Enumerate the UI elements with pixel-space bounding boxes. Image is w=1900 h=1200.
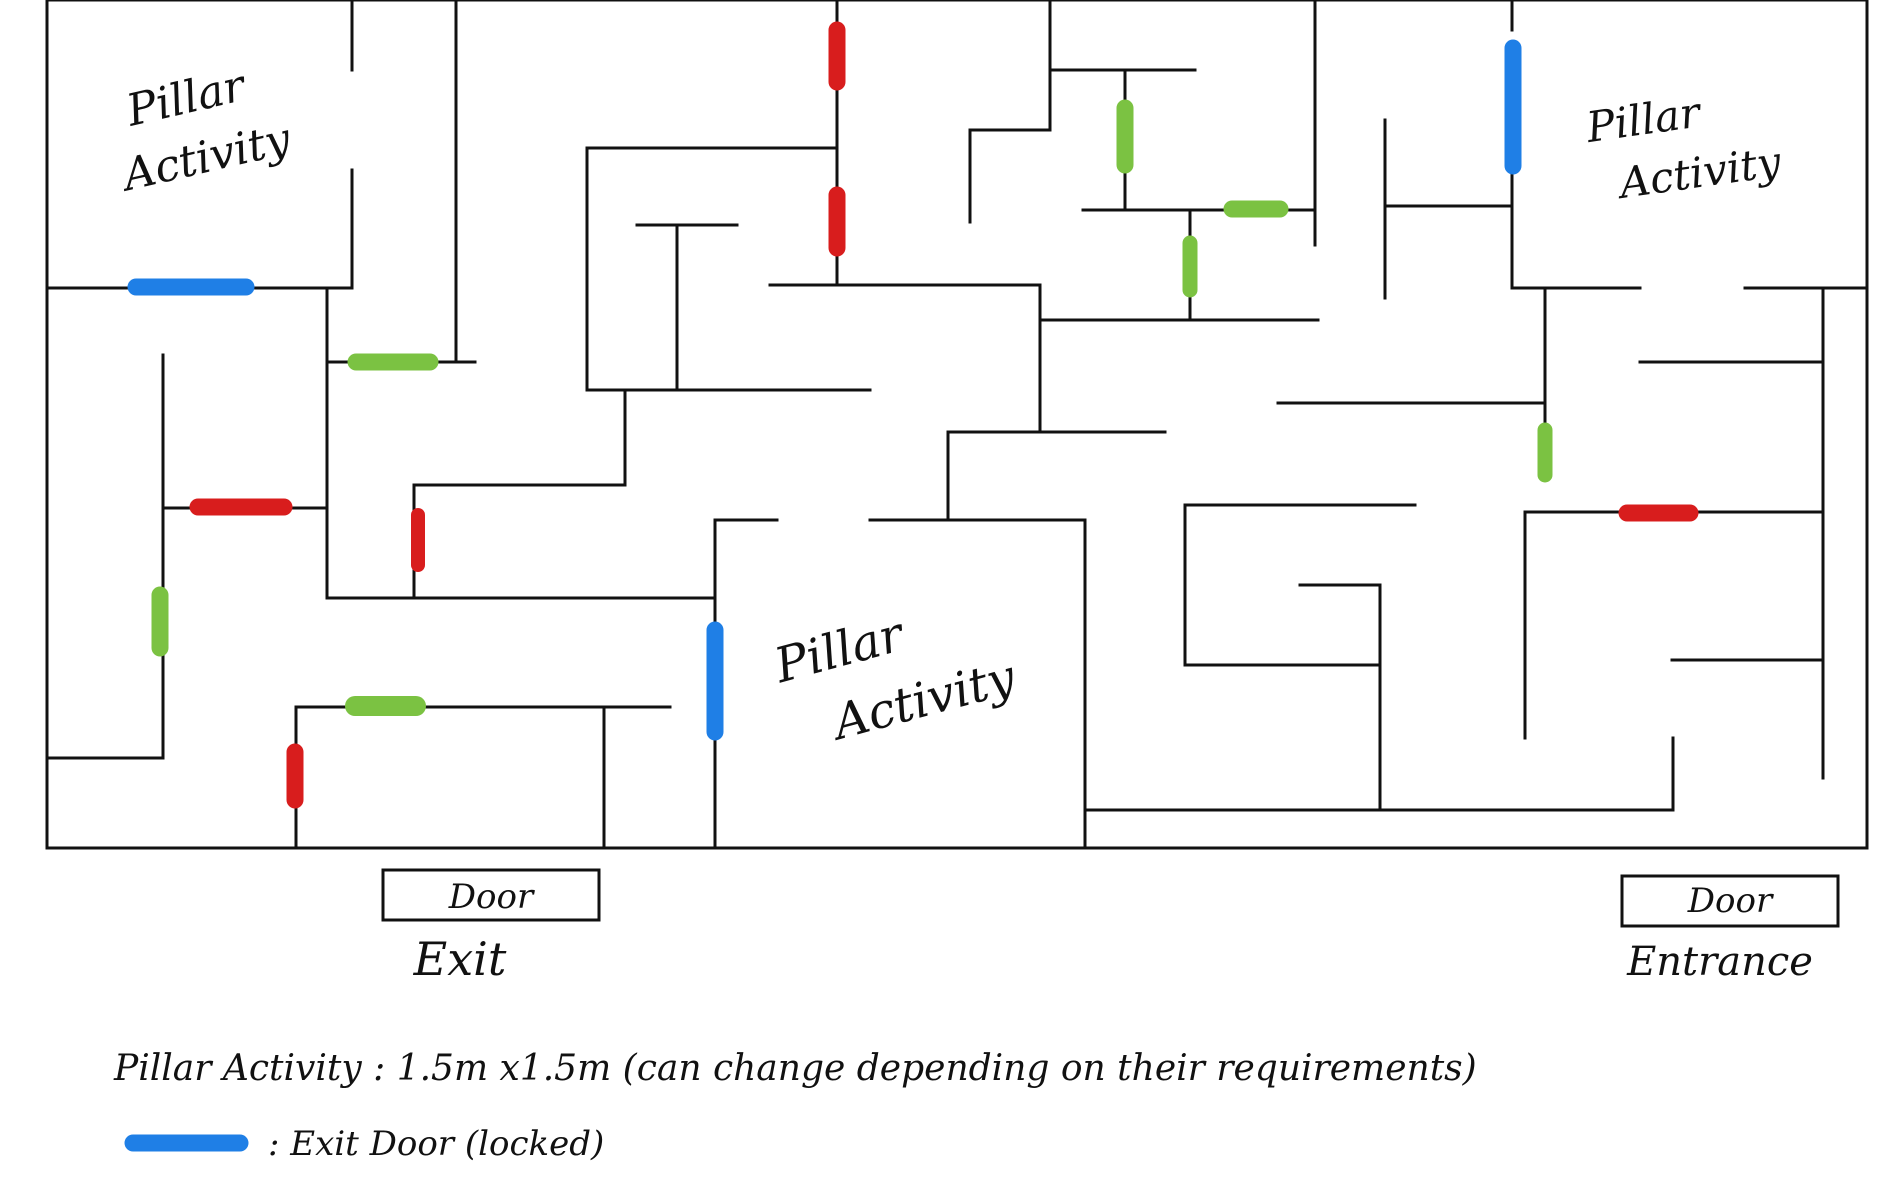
pillar-label-line1: Pillar [1582,87,1705,152]
exit-door-label: Door [448,877,535,917]
exit-door-box: Door [381,868,601,922]
entrance-door-box: Door [1620,874,1840,928]
entrance-caption: Entrance [1626,939,1813,985]
entrance-door-label: Door [1687,881,1774,921]
pillar-activity-top-right: Pillar Activity [1582,87,1785,209]
legend-pillar-note: Pillar Activity : 1.5m x1.5m (can change… [113,1048,1477,1089]
maze-outer-boundary [45,0,1869,850]
pillar-label-line2: Activity [1613,137,1785,209]
pillar-activity-center: Pillar Activity [768,606,1022,752]
maze-doors [127,21,1699,809]
legend-blue-swatch-label: : Exit Door (locked) [268,1124,604,1164]
pillar-activity-top-left: Pillar Activity [115,60,297,203]
exit-caption: Exit [413,932,507,986]
